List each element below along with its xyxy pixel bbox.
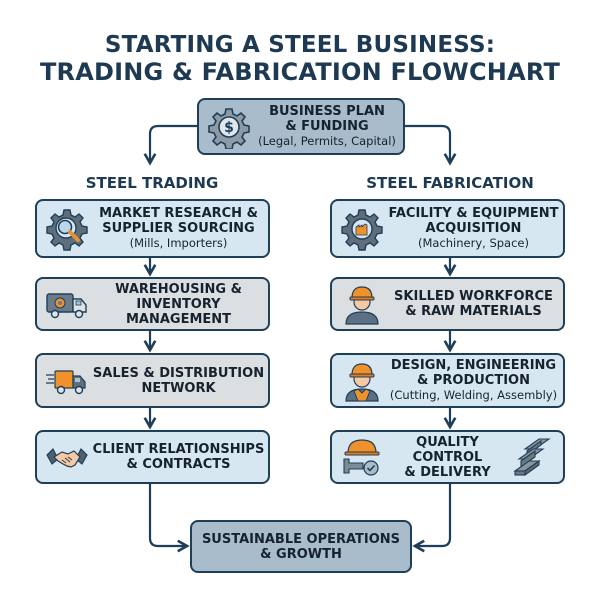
sustainable-operations-box: SUSTAINABLE OPERATIONS & GROWTH (190, 520, 412, 573)
sales-distribution-line-2: NETWORK (141, 380, 216, 396)
connector-fabrication-to-bottom (412, 484, 452, 553)
steel-trading-heading: STEEL TRADING (85, 174, 219, 192)
page-title-line-1: STARTING A STEEL BUSINESS: (104, 32, 496, 58)
market-research-line-1: MARKET RESEARCH & (99, 206, 258, 221)
steel-beams-icon (511, 435, 555, 479)
business-plan-box: $ BUSINESS PLAN & FUNDING (Legal, Permit… (197, 98, 405, 155)
skilled-workforce-line-1: SKILLED WORKFORCE (394, 289, 553, 304)
delivery-truck-icon (45, 359, 89, 403)
worker-vest-icon (340, 359, 384, 403)
business-plan-subtitle: (Legal, Permits, Capital) (258, 134, 396, 148)
warehousing-line-1: WAREHOUSING & (115, 281, 242, 297)
sustainable-operations-line-1: SUSTAINABLE OPERATIONS (201, 531, 401, 547)
market-research-subtitle: (Mills, Importers) (129, 236, 228, 250)
fabrication-step-skilled-workforce: SKILLED WORKFORCE & RAW MATERIALS (330, 277, 565, 331)
business-plan-title-line-1: BUSINESS PLAN (269, 104, 385, 119)
sales-distribution-line-1: SALES & DISTRIBUTION (92, 365, 265, 381)
facility-equipment-line-2: ACQUISITION (425, 221, 522, 236)
design-engineering-line-1: DESIGN, ENGINEERING (390, 358, 557, 373)
handshake-icon (45, 435, 89, 479)
design-engineering-subtitle: (Cutting, Welding, Assembly) (389, 388, 558, 402)
market-research-line-2: SUPPLIER SOURCING (102, 221, 255, 236)
fabrication-step-facility-equipment: FACILITY & EQUIPMENT ACQUISITION (Machin… (330, 199, 565, 258)
design-engineering-line-2: & PRODUCTION (417, 373, 530, 388)
page-title-line-2: TRADING & FABRICATION FLOWCHART (39, 58, 561, 86)
connector-trading-to-bottom (148, 484, 190, 553)
facility-equipment-subtitle: (Machinery, Space) (417, 236, 529, 250)
trading-step-warehousing: WAREHOUSING & INVENTORY MANAGEMENT (35, 277, 270, 331)
client-relationships-line-1: CLIENT RELATIONSHIPS (92, 442, 265, 457)
facility-equipment-line-1: FACILITY & EQUIPMENT (388, 206, 559, 221)
gear-magnifier-icon (45, 207, 89, 251)
gear-dollar-icon: $ (207, 105, 251, 149)
skilled-workforce-line-2: & RAW MATERIALS (405, 304, 542, 319)
quality-control-line-2: & DELIVERY (404, 464, 491, 480)
sustainable-operations-line-2: & GROWTH (260, 546, 342, 562)
svg-text:$: $ (224, 120, 234, 136)
fabrication-step-design-engineering: DESIGN, ENGINEERING & PRODUCTION (Cuttin… (330, 353, 565, 408)
client-relationships-line-2: & CONTRACTS (126, 457, 231, 472)
truck-gear-icon (45, 282, 89, 326)
hardhat-check-icon (340, 435, 384, 479)
trading-step-sales-distribution: SALES & DISTRIBUTION NETWORK (35, 353, 270, 408)
connector-top-to-trading (143, 124, 197, 166)
business-plan-title-line-2: & FUNDING (285, 119, 369, 134)
worker-icon (340, 282, 384, 326)
warehousing-line-2: INVENTORY MANAGEMENT (125, 296, 232, 327)
quality-control-line-1: QUALITY CONTROL (412, 434, 483, 465)
steel-fabrication-heading: STEEL FABRICATION (366, 174, 534, 192)
trading-step-market-research: MARKET RESEARCH & SUPPLIER SOURCING (Mil… (35, 199, 270, 258)
gear-factory-icon (340, 207, 384, 251)
connector-top-to-fabrication (405, 124, 457, 166)
trading-step-client-relationships: CLIENT RELATIONSHIPS & CONTRACTS (35, 430, 270, 484)
fabrication-step-quality-control: QUALITY CONTROL & DELIVERY (330, 430, 565, 484)
